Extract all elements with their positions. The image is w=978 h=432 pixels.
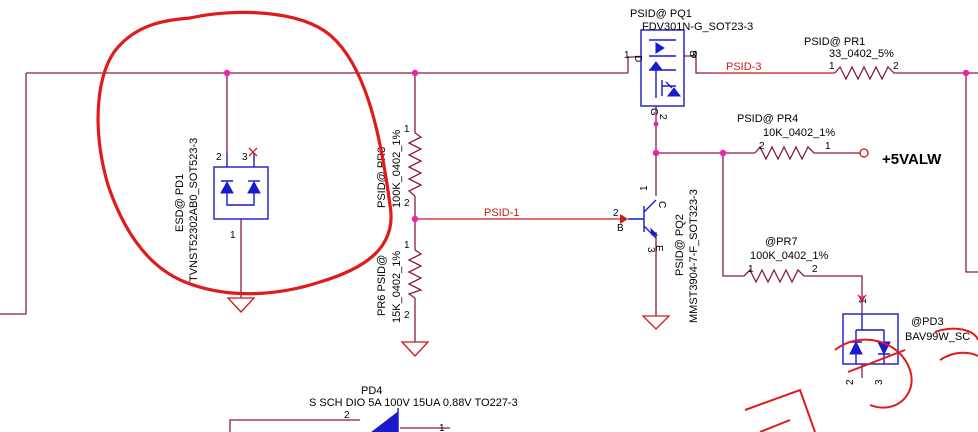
pd3-refdes: @PD3 <box>911 316 944 328</box>
pr1-refdes: PSID@ PR1 <box>804 36 865 48</box>
ground-icon <box>641 315 671 330</box>
svg-text:1: 1 <box>404 240 410 251</box>
transistor-pq2[interactable]: 2 B 1 C 3 E PSID@ PQ2 MMST3904-7-F_SOT32… <box>613 185 700 323</box>
pr3-value: 100K_0402_1% <box>391 129 403 208</box>
svg-text:2: 2 <box>759 141 765 152</box>
mosfet-pq1[interactable]: D S G 1 3 2 PSID@ PQ1 FDV301N-G_SOT23-3 <box>624 8 753 120</box>
power-net-label: +5VALW <box>882 151 942 168</box>
pd4-refdes: PD4 <box>361 385 382 397</box>
svg-text:D: D <box>632 55 643 62</box>
net-label-psid1: PSID-1 <box>484 207 519 219</box>
svg-text:1: 1 <box>439 423 445 432</box>
svg-text:1: 1 <box>748 264 754 275</box>
svg-text:B: B <box>617 223 624 234</box>
annotation-circle <box>96 10 393 296</box>
resistor-pr7[interactable]: 1 2 @PR7 100K_0402_1% <box>743 236 829 284</box>
pq2-part: MMST3904-7-F_SOT323-3 <box>688 189 700 323</box>
pr6-value: 15K_0402_1% <box>391 251 403 323</box>
pr6-refdes: PR6 PSID@ <box>376 255 388 316</box>
ground-icon <box>226 297 256 313</box>
svg-text:S: S <box>687 50 698 57</box>
svg-text:1: 1 <box>624 50 630 61</box>
svg-text:3: 3 <box>645 247 656 253</box>
net-label-psid3: PSID-3 <box>726 61 761 73</box>
pd1-refdes: ESD@ PD1 <box>174 174 186 232</box>
junction-dot <box>223 69 231 77</box>
junction-dot <box>652 149 660 157</box>
svg-text:2: 2 <box>613 208 619 219</box>
svg-text:E: E <box>653 245 664 252</box>
pd1-part: TVNST52302AB0_SOT523-3 <box>188 138 200 282</box>
svg-text:3: 3 <box>242 152 248 163</box>
svg-text:2: 2 <box>344 410 350 421</box>
pr1-value: 33_0402_5% <box>829 48 894 60</box>
svg-text:1: 1 <box>858 298 869 304</box>
ground-icon <box>400 341 430 357</box>
pr7-value: 100K_0402_1% <box>750 250 829 262</box>
svg-text:1: 1 <box>825 141 831 152</box>
svg-text:2: 2 <box>657 114 668 120</box>
pr3-refdes: PSID@ PR3 <box>376 147 388 208</box>
svg-text:3: 3 <box>874 379 885 385</box>
resistor-pr6[interactable]: 1 2 PR6 PSID@ 15K_0402_1% <box>376 240 423 323</box>
ground-symbols <box>226 294 867 357</box>
pd3-part: BAV99W_SC <box>905 331 970 343</box>
svg-text:3: 3 <box>691 50 697 61</box>
svg-text:C: C <box>656 201 667 208</box>
pq2-refdes: PSID@ PQ2 <box>674 214 686 276</box>
svg-text:1: 1 <box>404 124 410 135</box>
ground-icon <box>857 294 867 301</box>
resistor-pr3[interactable]: 1 2 PSID@ PR3 100K_0402_1% <box>376 124 423 209</box>
pr7-refdes: @PR7 <box>765 236 798 248</box>
diode-pd3[interactable]: 1 2 3 @PD3 BAV99W_SC <box>842 298 970 385</box>
svg-text:2: 2 <box>404 198 410 209</box>
junction-dot <box>411 215 419 223</box>
resistor-pr1[interactable]: 1 2 PSID@ PR1 33_0402_5% <box>804 36 900 81</box>
pr4-value: 10K_0402_1% <box>763 127 835 139</box>
wire-left-drop <box>0 73 27 315</box>
watermark <box>744 327 978 432</box>
pr4-refdes: PSID@ PR4 <box>737 113 798 125</box>
junction-dot <box>962 69 970 77</box>
diode-pd1[interactable]: 2 3 1 ESD@ PD1 TVNST52302AB0_SOT523-3 <box>174 138 269 282</box>
wires <box>0 55 978 432</box>
svg-text:2: 2 <box>893 61 899 72</box>
svg-text:2: 2 <box>404 310 410 321</box>
junction-dot <box>411 69 419 77</box>
pq1-refdes: PSID@ PQ1 <box>630 8 692 20</box>
junctions <box>223 69 970 301</box>
svg-text:1: 1 <box>639 185 650 191</box>
junction-dot <box>719 149 727 157</box>
svg-text:2: 2 <box>216 152 222 163</box>
power-port-marker <box>859 148 869 158</box>
junction-dot <box>653 121 659 127</box>
pq1-part: FDV301N-G_SOT23-3 <box>642 21 753 33</box>
svg-text:1: 1 <box>230 230 236 241</box>
svg-text:G: G <box>648 108 659 116</box>
svg-text:1: 1 <box>829 61 835 72</box>
diode-pd4[interactable]: 2 1 PD4 S SCH DIO 5A 100V 15UA 0.88V TO2… <box>309 385 518 432</box>
pd4-part: S SCH DIO 5A 100V 15UA 0.88V TO227-3 <box>309 397 518 409</box>
resistor-pr4[interactable]: 2 1 PSID@ PR4 10K_0402_1% +5VALW <box>737 113 942 168</box>
svg-text:2: 2 <box>845 379 856 385</box>
svg-text:2: 2 <box>812 264 818 275</box>
